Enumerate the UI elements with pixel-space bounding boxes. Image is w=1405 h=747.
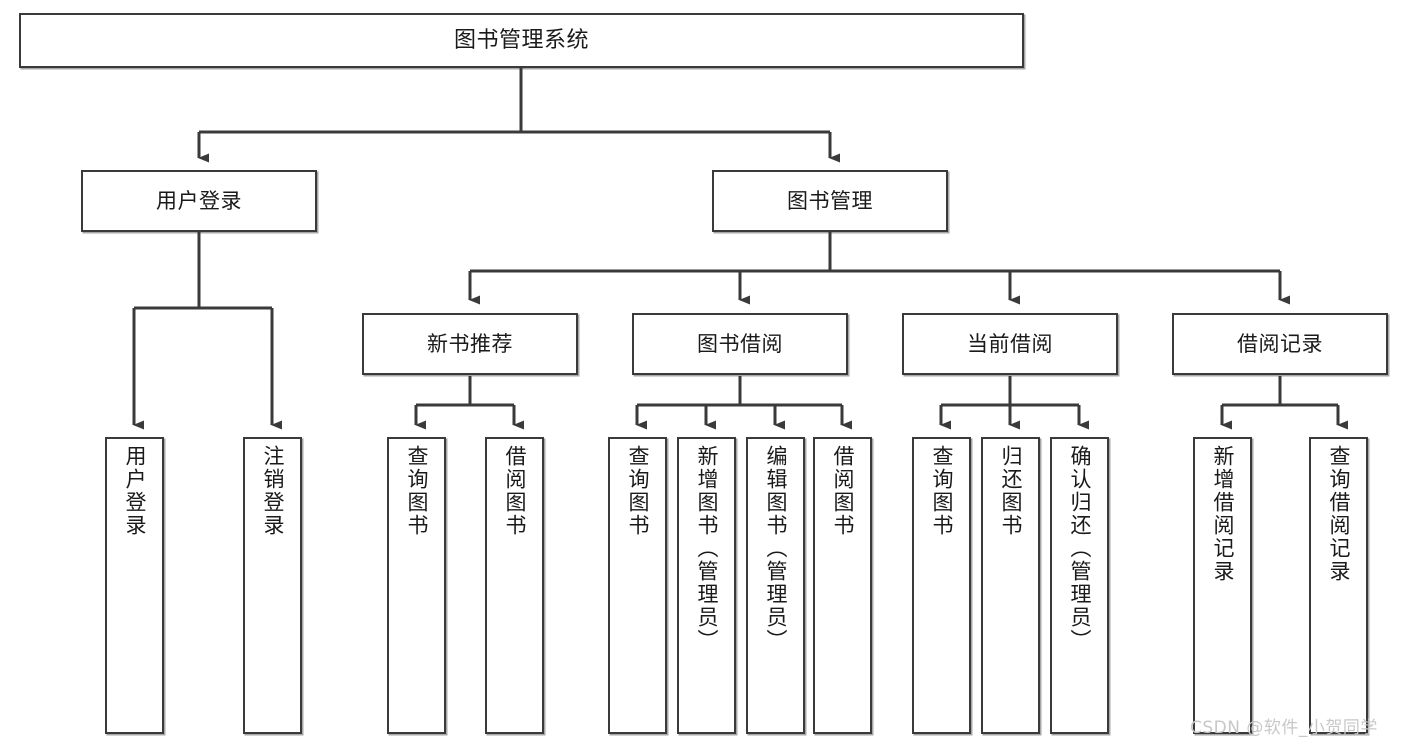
node-leaf-logout-login-label: 注销登录 <box>261 445 285 537</box>
node-leaf-borrow-book-1[interactable]: 借阅图书 <box>485 437 544 734</box>
node-leaf-edit-book-label: 编辑图书（管理员） <box>764 445 788 652</box>
node-user-login[interactable]: 用户登录 <box>81 170 317 232</box>
node-root-label: 图书管理系统 <box>453 27 589 53</box>
node-leaf-borrow-book-2[interactable]: 借阅图书 <box>813 437 872 734</box>
node-root[interactable]: 图书管理系统 <box>19 13 1024 68</box>
node-leaf-confirm-return-label: 确认归还（管理员） <box>1068 445 1092 652</box>
node-leaf-query-book-2[interactable]: 查询图书 <box>608 437 667 734</box>
node-leaf-user-login[interactable]: 用户登录 <box>105 437 164 734</box>
node-current-borrow-label: 当前借阅 <box>967 331 1053 356</box>
node-leaf-return-book-label: 归还图书 <box>999 445 1023 537</box>
node-leaf-query-book-1[interactable]: 查询图书 <box>387 437 446 734</box>
node-new-book-recommend[interactable]: 新书推荐 <box>362 313 578 375</box>
node-book-manage[interactable]: 图书管理 <box>712 170 948 232</box>
node-leaf-edit-book[interactable]: 编辑图书（管理员） <box>746 437 805 734</box>
node-leaf-add-borrow-record[interactable]: 新增借阅记录 <box>1193 437 1252 734</box>
node-leaf-add-borrow-record-label: 新增借阅记录 <box>1211 445 1235 583</box>
node-book-borrow[interactable]: 图书借阅 <box>632 313 848 375</box>
node-new-book-recommend-label: 新书推荐 <box>427 331 513 356</box>
node-book-borrow-label: 图书借阅 <box>697 331 783 356</box>
node-leaf-logout-login[interactable]: 注销登录 <box>243 437 302 734</box>
node-leaf-query-book-3-label: 查询图书 <box>930 445 954 537</box>
node-leaf-query-book-1-label: 查询图书 <box>405 445 429 537</box>
node-leaf-add-book[interactable]: 新增图书（管理员） <box>677 437 736 734</box>
watermark-text: CSDN @软件_小贺同学 <box>1190 718 1378 738</box>
node-user-login-label: 用户登录 <box>156 188 242 213</box>
node-leaf-user-login-label: 用户登录 <box>123 445 147 537</box>
node-leaf-return-book[interactable]: 归还图书 <box>981 437 1040 734</box>
node-borrow-record[interactable]: 借阅记录 <box>1172 313 1388 375</box>
node-leaf-query-book-2-label: 查询图书 <box>626 445 650 537</box>
node-leaf-borrow-book-2-label: 借阅图书 <box>831 445 855 537</box>
node-leaf-query-borrow-record-label: 查询借阅记录 <box>1327 445 1351 583</box>
node-borrow-record-label: 借阅记录 <box>1237 331 1323 356</box>
node-current-borrow[interactable]: 当前借阅 <box>902 313 1118 375</box>
node-book-manage-label: 图书管理 <box>787 188 873 213</box>
node-leaf-borrow-book-1-label: 借阅图书 <box>503 445 527 537</box>
node-leaf-add-book-label: 新增图书（管理员） <box>695 445 719 652</box>
node-leaf-query-book-3[interactable]: 查询图书 <box>912 437 971 734</box>
node-leaf-confirm-return[interactable]: 确认归还（管理员） <box>1050 437 1109 734</box>
node-leaf-query-borrow-record[interactable]: 查询借阅记录 <box>1309 437 1368 734</box>
